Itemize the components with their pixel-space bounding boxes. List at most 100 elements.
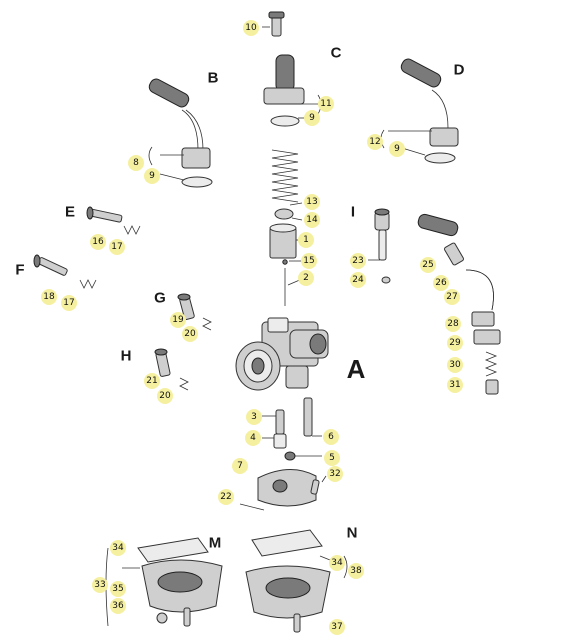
callout-bubble bbox=[41, 289, 57, 305]
callout-number: 14 bbox=[306, 215, 318, 225]
group-label: H bbox=[121, 348, 132, 365]
callout-number: 37 bbox=[331, 622, 342, 632]
callout-bubble bbox=[144, 168, 160, 184]
part-group-i-choke bbox=[368, 208, 391, 284]
callout-number: 32 bbox=[329, 469, 340, 479]
callout-number: 25 bbox=[422, 260, 433, 270]
callout-bubble bbox=[348, 563, 364, 579]
callout-bubble bbox=[245, 430, 261, 446]
callout-number: 17 bbox=[63, 298, 74, 308]
part-group-b-cable-elbow bbox=[148, 78, 213, 188]
callout-number: 8 bbox=[133, 158, 139, 168]
callout-number: 21 bbox=[146, 376, 157, 386]
callout-bubble bbox=[182, 326, 198, 342]
callout-bubble bbox=[128, 155, 144, 171]
callout-number: 34 bbox=[112, 543, 124, 553]
callout-number: 38 bbox=[350, 566, 362, 576]
callout-number: 26 bbox=[435, 278, 447, 288]
callout-number: 20 bbox=[159, 391, 171, 401]
callout-number: 31 bbox=[449, 380, 460, 390]
callout-number: 18 bbox=[43, 292, 55, 302]
callout-number: 13 bbox=[306, 197, 317, 207]
callout-bubble bbox=[157, 388, 173, 404]
callout-bubble bbox=[444, 289, 460, 305]
group-label: N bbox=[347, 525, 358, 542]
callout-number: 1 bbox=[303, 235, 309, 245]
group-label: G bbox=[154, 290, 166, 307]
callout-bubble bbox=[304, 110, 320, 126]
group-label: E bbox=[65, 204, 75, 221]
part-group-h-screw-spring bbox=[154, 348, 189, 391]
callout-number: 9 bbox=[394, 144, 400, 154]
callout-bubble bbox=[447, 377, 463, 393]
part-group-g-screw-spring bbox=[177, 293, 212, 331]
part-right-cable-stack bbox=[417, 213, 501, 395]
callout-number: 19 bbox=[172, 315, 184, 325]
callout-bubble bbox=[329, 555, 345, 571]
callout-bubble bbox=[324, 450, 340, 466]
callout-number: 15 bbox=[303, 256, 314, 266]
callout-bubble bbox=[389, 141, 405, 157]
part-group-e-screw-spring bbox=[86, 206, 141, 235]
callout-number: 35 bbox=[112, 584, 123, 594]
callout-number: 20 bbox=[184, 329, 196, 339]
callout-number: 4 bbox=[250, 433, 256, 443]
callout-number: 34 bbox=[331, 558, 343, 568]
part-float-assembly bbox=[239, 469, 327, 511]
part-group-a-carburetor-body bbox=[235, 317, 329, 391]
callout-bubble bbox=[304, 212, 320, 228]
group-label: B bbox=[208, 70, 219, 87]
callout-number: 9 bbox=[309, 113, 315, 123]
callout-number: 6 bbox=[328, 432, 334, 442]
callout-bubble bbox=[304, 194, 320, 210]
callout-bubble bbox=[420, 257, 436, 273]
callout-number: 29 bbox=[449, 338, 461, 348]
callout-number: 12 bbox=[369, 137, 380, 147]
callout-number: 30 bbox=[449, 360, 461, 370]
callout-bubble bbox=[350, 253, 366, 269]
callout-number: 10 bbox=[245, 23, 257, 33]
callout-bubble bbox=[445, 316, 461, 332]
callout-bubble bbox=[367, 134, 383, 150]
callout-bubble bbox=[110, 581, 126, 597]
callout-bubble bbox=[298, 232, 314, 248]
part-throttle-spring bbox=[271, 149, 299, 203]
callout-bubble bbox=[433, 275, 449, 291]
callout-number: 36 bbox=[112, 601, 124, 611]
part-group-m-float-bowl bbox=[105, 537, 223, 627]
callout-bubble bbox=[170, 312, 186, 328]
part-group-d-cable-elbow bbox=[380, 58, 459, 164]
group-label: C bbox=[331, 45, 342, 62]
callout-number: 17 bbox=[111, 242, 122, 252]
callout-bubble bbox=[329, 619, 345, 635]
callout-number: 22 bbox=[220, 492, 231, 502]
callout-number: 11 bbox=[320, 99, 331, 109]
part-slide-assembly bbox=[269, 202, 303, 306]
group-label: F bbox=[15, 262, 24, 279]
callout-number: 16 bbox=[92, 237, 104, 247]
callout-bubble bbox=[447, 335, 463, 351]
callout-number: 5 bbox=[329, 453, 335, 463]
callout-bubble bbox=[447, 357, 463, 373]
callout-bubble bbox=[90, 234, 106, 250]
callout-bubble bbox=[109, 239, 125, 255]
group-label: A bbox=[347, 354, 366, 384]
callout-number: 28 bbox=[447, 319, 459, 329]
part-group-c-top-fitting bbox=[262, 11, 322, 127]
callout-bubble bbox=[298, 270, 314, 286]
group-label: D bbox=[454, 62, 465, 79]
callout-bubble bbox=[92, 577, 108, 593]
callout-bubble bbox=[318, 96, 334, 112]
callout-number: 23 bbox=[352, 256, 363, 266]
callout-bubble bbox=[110, 598, 126, 614]
callout-bubble bbox=[301, 253, 317, 269]
callout-bubble bbox=[232, 458, 248, 474]
callout-bubble bbox=[246, 409, 262, 425]
callout-number: 2 bbox=[303, 273, 309, 283]
callout-bubble bbox=[243, 20, 259, 36]
part-group-f-screw-spring bbox=[33, 254, 97, 289]
callout-bubble bbox=[327, 466, 343, 482]
callout-number: 7 bbox=[237, 461, 243, 471]
callout-bubble bbox=[144, 373, 160, 389]
